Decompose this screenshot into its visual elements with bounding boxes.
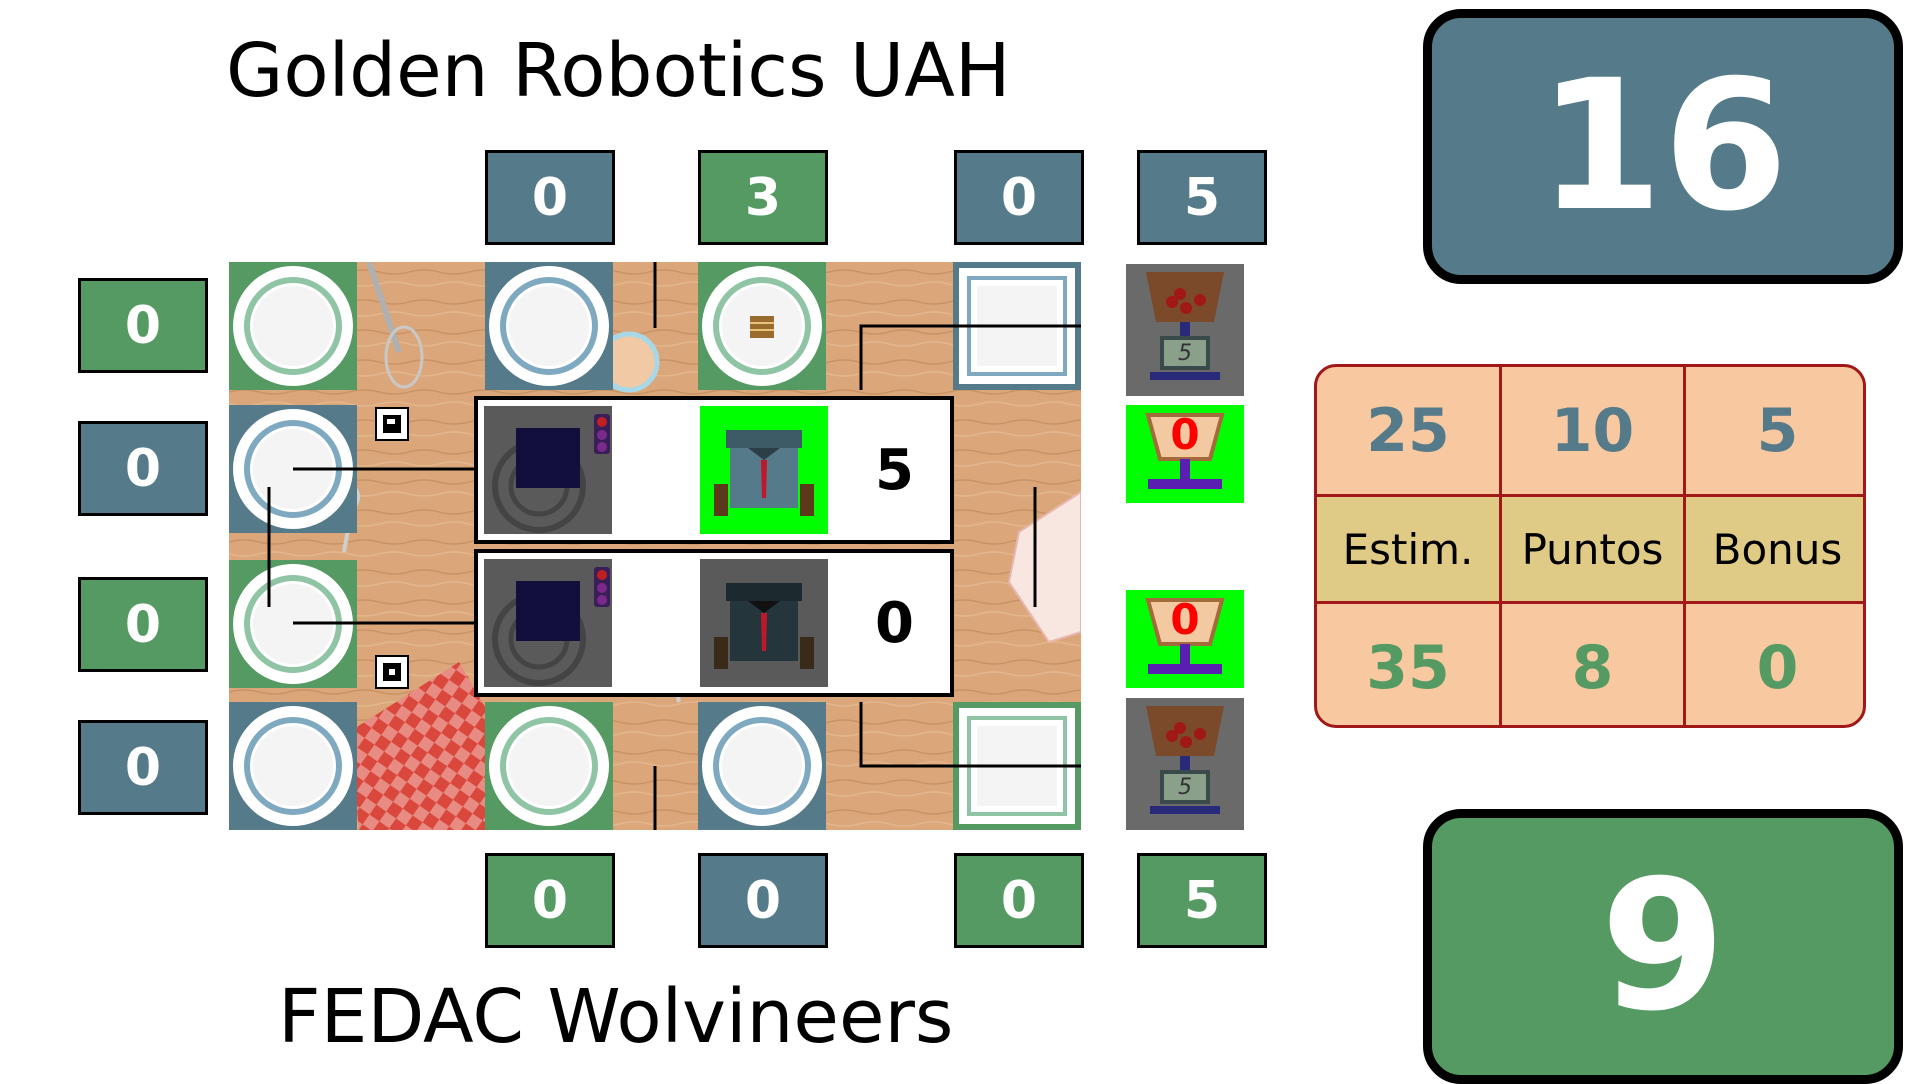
stat-header: Estim. [1342, 524, 1474, 574]
left-score-box: 0 [78, 577, 208, 672]
scale-indicator-value: 0 [1170, 594, 1200, 644]
opponent-robot-icon [700, 406, 828, 534]
connector-lines [267, 262, 1081, 830]
bottom-score-box: 0 [485, 853, 615, 948]
stat-header: Puntos [1521, 524, 1664, 574]
stats-panel: 25 10 5 Estim. Puntos Bonus 35 8 0 [1314, 364, 1866, 728]
left-score-box: 0 [78, 720, 208, 815]
stat-top-value: 5 [1756, 395, 1799, 466]
robot-card: 0 [474, 549, 954, 697]
fiducial-marker-icon [375, 655, 409, 689]
plate-icon [702, 706, 822, 826]
plate-icon [489, 266, 609, 386]
plate-icon [233, 266, 353, 386]
stat-top-value: 10 [1550, 395, 1635, 466]
stat-header: Bonus [1712, 524, 1843, 574]
scale-tile: 5 [1126, 264, 1244, 396]
plate-icon [233, 706, 353, 826]
bottom-score-box: 0 [698, 853, 828, 948]
top-total-score: 16 [1423, 9, 1903, 284]
plate-icon [233, 564, 353, 684]
bottom-score-box: 0 [954, 853, 1084, 948]
card-score: 0 [875, 590, 914, 656]
stat-top-value: 25 [1366, 395, 1450, 466]
top-score-box: 0 [954, 150, 1084, 245]
scale-indicator: 0 [1126, 405, 1244, 503]
robot-icon [484, 559, 612, 687]
bottom-score-box: 5 [1137, 853, 1267, 948]
card-score: 5 [875, 437, 914, 503]
plate-icon [489, 706, 609, 826]
top-score-box: 3 [698, 150, 828, 245]
left-score-box: 0 [78, 421, 208, 516]
scale-tile: 5 [1126, 698, 1244, 830]
stat-bottom-value: 8 [1571, 632, 1614, 703]
fiducial-marker-icon [375, 407, 409, 441]
scale-display: 5 [1178, 774, 1192, 800]
game-board [229, 262, 1081, 830]
top-score-box: 5 [1137, 150, 1267, 245]
bottom-total-score: 9 [1423, 809, 1903, 1084]
stat-bottom-value: 0 [1756, 632, 1799, 703]
robot-card: 5 [474, 396, 954, 544]
top-team-name: Golden Robotics UAH [226, 28, 1011, 114]
scale-display: 5 [1178, 340, 1192, 366]
top-score-box: 0 [485, 150, 615, 245]
scale-indicator: 0 [1126, 590, 1244, 688]
robot-icon [484, 406, 612, 534]
plate-icon [702, 266, 822, 386]
stat-bottom-value: 35 [1366, 632, 1450, 703]
scale-indicator-value: 0 [1170, 409, 1200, 459]
opponent-robot-icon [700, 559, 828, 687]
bottom-team-name: FEDAC Wolvineers [278, 974, 954, 1060]
left-score-box: 0 [78, 278, 208, 373]
stats-header-band [1317, 497, 1863, 601]
